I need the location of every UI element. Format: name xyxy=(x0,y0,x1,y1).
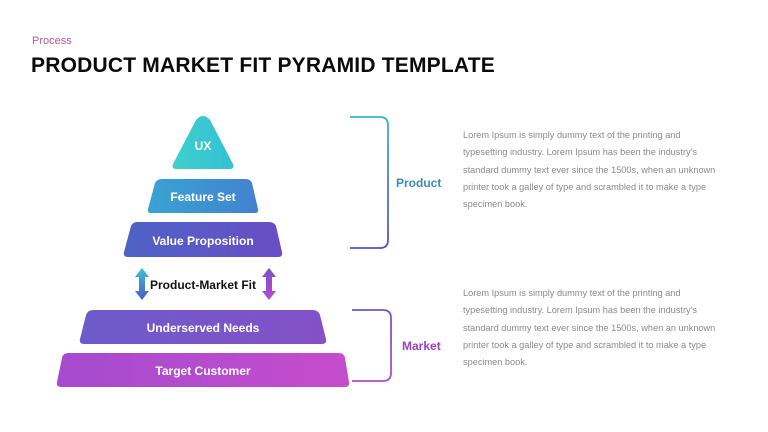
product-market-fit-label: Product-Market Fit xyxy=(150,278,256,292)
pyramid-tier-value-proposition: Value Proposition xyxy=(123,222,283,257)
tier-label-ux: UX xyxy=(195,139,212,153)
up-down-arrow-right-icon xyxy=(262,268,276,300)
product-bracket xyxy=(350,116,389,249)
tier-label-value-proposition: Value Proposition xyxy=(152,234,253,248)
tier-label-feature-set: Feature Set xyxy=(170,190,235,204)
up-down-arrow-left-icon xyxy=(135,268,149,300)
pyramid-tier-ux: UX xyxy=(172,116,234,169)
slide-title: PRODUCT MARKET FIT PYRAMID TEMPLATE xyxy=(31,54,495,77)
market-group-label: Market xyxy=(402,339,441,353)
market-description: Lorem Ipsum is simply dummy text of the … xyxy=(463,288,716,368)
product-description: Lorem Ipsum is simply dummy text of the … xyxy=(463,130,716,210)
pyramid-tier-underserved-needs: Underserved Needs xyxy=(79,310,327,344)
pyramid-tier-target-customer: Target Customer xyxy=(56,353,350,387)
tier-label-underserved-needs: Underserved Needs xyxy=(147,321,260,335)
market-bracket xyxy=(352,309,392,382)
product-group-label: Product xyxy=(396,176,441,190)
pyramid-tier-feature-set: Feature Set xyxy=(147,179,259,213)
tier-label-target-customer: Target Customer xyxy=(155,364,250,378)
section-kicker: Process xyxy=(32,35,72,47)
